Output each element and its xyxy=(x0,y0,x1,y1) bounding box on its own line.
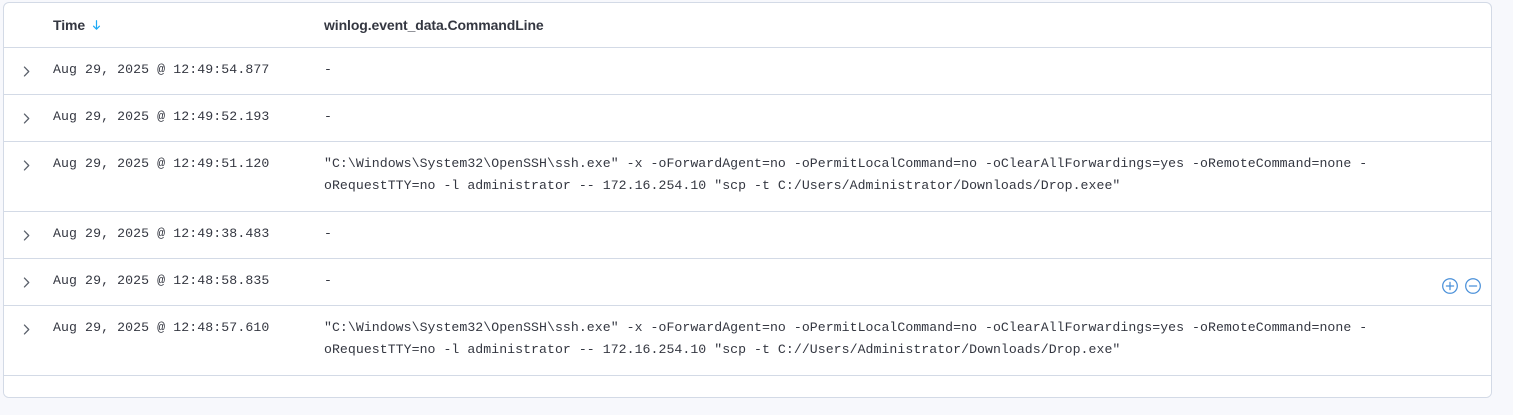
row-expand-cell xyxy=(4,47,50,95)
row-commandline-value: "C:\Windows\System32\OpenSSH\ssh.exe" -x… xyxy=(324,155,1368,193)
column-header-time[interactable]: Time xyxy=(50,3,314,48)
row-timestamp: Aug 29, 2025 @ 12:49:54.877 xyxy=(53,61,270,77)
row-time-cell: Aug 29, 2025 @ 12:49:51.120 xyxy=(50,141,314,212)
column-header-commandline[interactable]: winlog.event_data.CommandLine xyxy=(314,3,1491,48)
row-time-cell: Aug 29, 2025 @ 12:48:57.610 xyxy=(50,305,314,376)
table-header-row: Time winlog.event_data.CommandLine xyxy=(4,3,1491,48)
table-row[interactable]: Aug 29, 2025 @ 12:49:38.483 - xyxy=(4,211,1491,259)
row-time-cell: Aug 29, 2025 @ 12:49:38.483 xyxy=(50,211,314,259)
row-commandline-value: - xyxy=(324,272,332,288)
row-time-cell: Aug 29, 2025 @ 12:49:54.877 xyxy=(50,47,314,95)
row-timestamp: Aug 29, 2025 @ 12:48:58.835 xyxy=(53,272,270,288)
table-header: Time winlog.event_data.CommandLine xyxy=(4,3,1491,48)
row-expand-cell xyxy=(4,141,50,212)
chevron-right-icon[interactable] xyxy=(13,223,39,249)
row-expand-cell xyxy=(4,211,50,259)
row-commandline-cell: - xyxy=(314,258,1491,306)
row-timestamp: Aug 29, 2025 @ 12:49:38.483 xyxy=(53,225,270,241)
chevron-right-icon[interactable] xyxy=(13,317,39,343)
table-body: Aug 29, 2025 @ 12:49:54.877 - Aug 29, 20… xyxy=(4,47,1491,376)
table-row[interactable]: Aug 29, 2025 @ 12:48:57.610 "C:\Windows\… xyxy=(4,305,1491,376)
row-timestamp: Aug 29, 2025 @ 12:48:57.610 xyxy=(53,319,270,335)
row-filter-actions xyxy=(1441,277,1482,295)
table-row[interactable]: Aug 29, 2025 @ 12:49:51.120 "C:\Windows\… xyxy=(4,141,1491,212)
chevron-right-icon[interactable] xyxy=(13,106,39,132)
row-commandline-value: - xyxy=(324,108,332,124)
row-commandline-value: - xyxy=(324,225,332,241)
row-commandline-cell: - xyxy=(314,211,1491,259)
row-commandline-value: "C:\Windows\System32\OpenSSH\ssh.exe" -x… xyxy=(324,319,1368,357)
row-expand-cell xyxy=(4,305,50,376)
row-commandline-cell: - xyxy=(314,47,1491,95)
row-commandline-cell: "C:\Windows\System32\OpenSSH\ssh.exe" -x… xyxy=(314,305,1491,376)
plus-in-circle-icon[interactable] xyxy=(1441,277,1459,295)
documents-table-panel: Time winlog.event_data.CommandLine xyxy=(3,2,1492,398)
table-row[interactable]: Aug 29, 2025 @ 12:49:52.193 - xyxy=(4,94,1491,142)
row-timestamp: Aug 29, 2025 @ 12:49:52.193 xyxy=(53,108,270,124)
column-header-commandline-label: winlog.event_data.CommandLine xyxy=(324,16,544,33)
column-header-time-label: Time xyxy=(53,16,86,33)
table-row[interactable]: Aug 29, 2025 @ 12:48:58.835 - xyxy=(4,258,1491,306)
minus-in-circle-icon[interactable] xyxy=(1464,277,1482,295)
chevron-right-icon[interactable] xyxy=(13,270,39,296)
chevron-right-icon[interactable] xyxy=(13,153,39,179)
table-footer xyxy=(4,375,1491,397)
row-time-cell: Aug 29, 2025 @ 12:49:52.193 xyxy=(50,94,314,142)
row-time-cell: Aug 29, 2025 @ 12:48:58.835 xyxy=(50,258,314,306)
chevron-right-icon[interactable] xyxy=(13,59,39,85)
row-commandline-value: - xyxy=(324,61,332,77)
row-timestamp: Aug 29, 2025 @ 12:49:51.120 xyxy=(53,155,270,171)
row-commandline-cell: "C:\Windows\System32\OpenSSH\ssh.exe" -x… xyxy=(314,141,1491,212)
arrow-down-icon[interactable] xyxy=(90,19,103,32)
row-commandline-cell: - xyxy=(314,94,1491,142)
column-header-expand xyxy=(4,3,50,48)
row-expand-cell xyxy=(4,258,50,306)
row-expand-cell xyxy=(4,94,50,142)
documents-table: Time winlog.event_data.CommandLine xyxy=(4,3,1491,376)
table-row[interactable]: Aug 29, 2025 @ 12:49:54.877 - xyxy=(4,47,1491,95)
